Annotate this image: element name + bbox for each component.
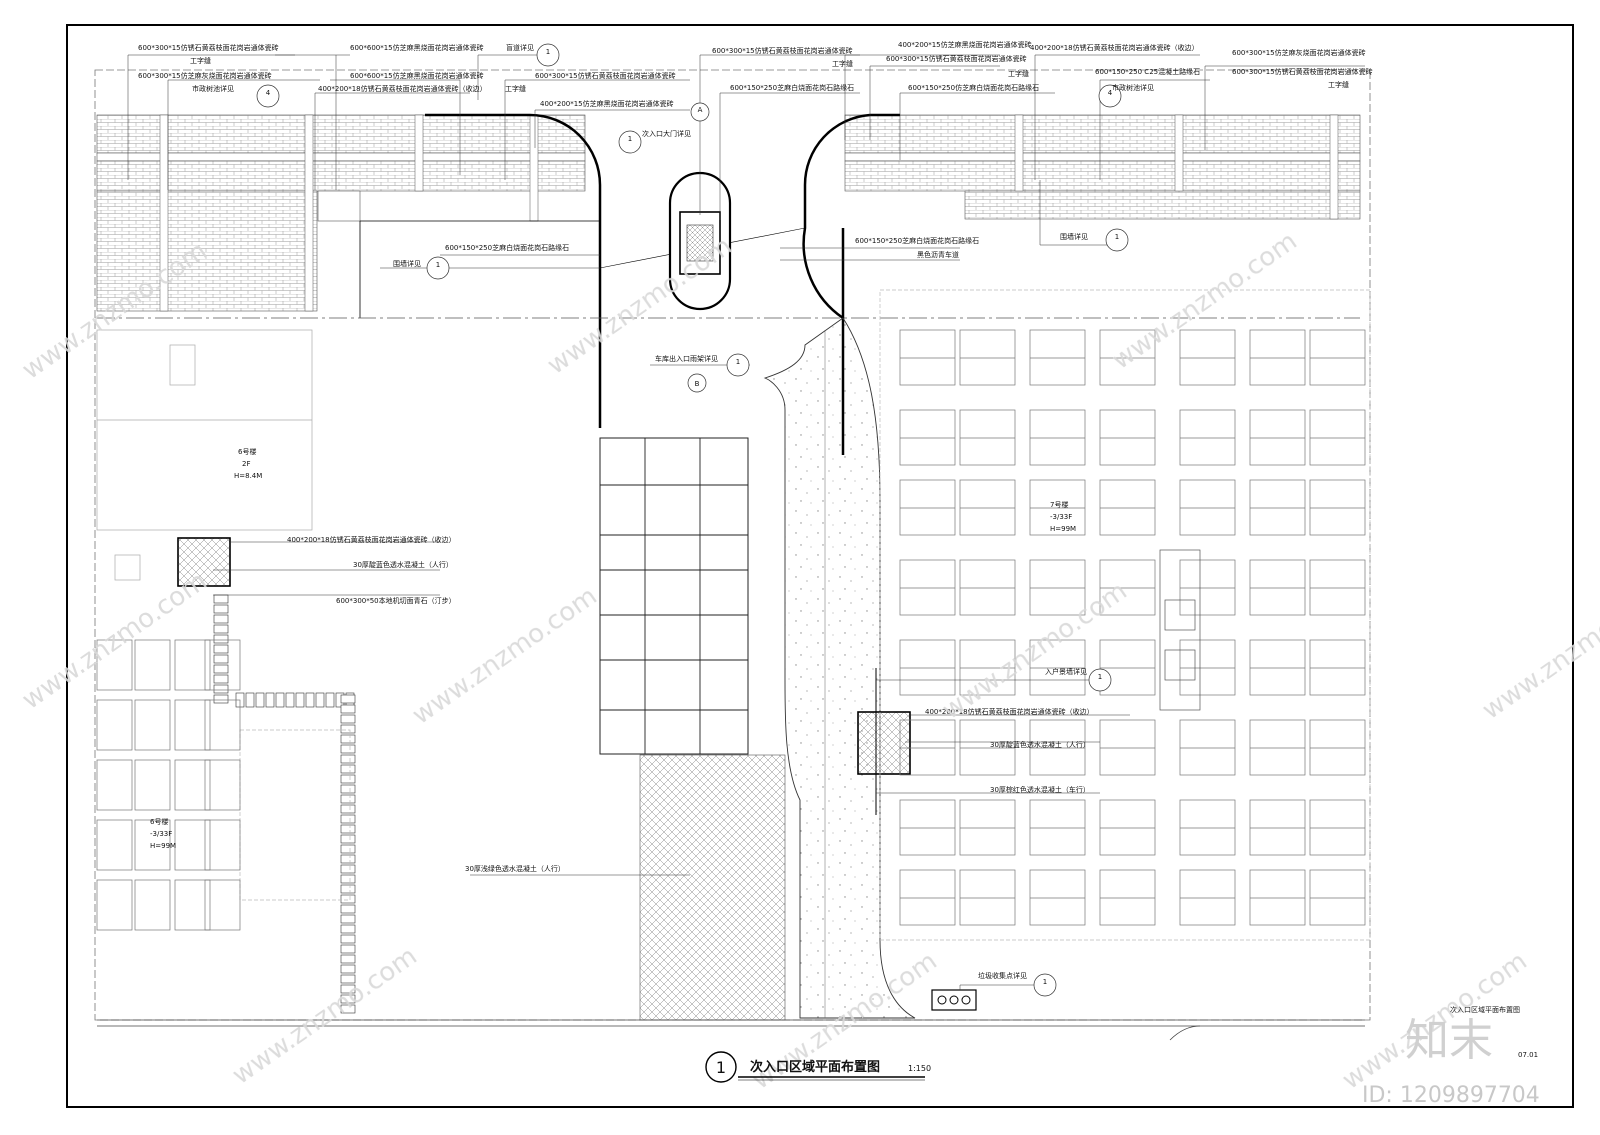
label-39: 30厚浅绿色透水混凝土（人行）	[465, 864, 565, 873]
id-watermark: ID: 1209897704	[1362, 1083, 1540, 1108]
label-31: 车库出入口雨架详见	[655, 354, 718, 363]
sheet-number: 07.01	[1518, 1051, 1538, 1059]
callout-num-5: 1	[1115, 233, 1119, 241]
wm-6: www.znzmo.com	[937, 576, 1133, 726]
drawing-number: 1	[716, 1058, 726, 1077]
label-1: 600*300*15仿锈石黄荔枝面花岗岩通体瓷砖	[138, 43, 279, 52]
bldg-1-height: H=8.4M	[234, 472, 262, 480]
building-6-tower	[96, 639, 351, 931]
stepping-stones	[213, 594, 356, 1014]
label-34: 600*300*50本地机切面青石（汀步）	[336, 596, 456, 605]
entrance-road	[359, 113, 900, 455]
section-mark-b: B	[695, 380, 700, 388]
callout-num-3: 1	[628, 135, 632, 143]
label-38: 30厚棕红色透水混凝土（车行）	[990, 785, 1090, 794]
corner-title: 次入口区域平面布置图	[1450, 1005, 1520, 1014]
callout-num-8: 1	[1098, 673, 1102, 681]
label-20: 600*150*250 C25混凝土路缘石	[1095, 67, 1200, 76]
label-32: 400*200*18仿锈石黄荔枝面花岗岩通体瓷砖（收边）	[287, 535, 456, 544]
callout-num-1: 4	[266, 89, 271, 97]
bldg-2-floors: -3/33F	[1050, 513, 1072, 521]
callout-num-9: 1	[1043, 978, 1047, 986]
building-7-tower	[879, 289, 1371, 941]
drawing-title-block: 1 次入口区域平面布置图 1:150 次入口区域平面布置图 07.01 知末 I…	[705, 1005, 1540, 1108]
label-6: 盲道详见	[506, 43, 534, 52]
label-35: 入户景墙详见	[1045, 667, 1087, 676]
bldg-2-height: H=99M	[1050, 525, 1076, 533]
building-tags: 6号楼 2F H=8.4M 7号楼 -3/33F H=99M 6号楼 -3/33…	[150, 447, 1076, 850]
label-3: 600*300*15仿芝麻灰烧面花岗岩通体瓷砖	[138, 71, 272, 80]
label-21: 600*300*15仿芝麻灰烧面花岗岩通体瓷砖	[1232, 48, 1366, 57]
label-29: 黑色沥青车道	[917, 250, 959, 259]
label-8: 600*300*15仿锈石黄荔枝面花岗岩通体瓷砖	[535, 71, 676, 80]
outer-frame	[66, 24, 1574, 1108]
callout-num-6: 1	[436, 261, 440, 269]
building-6-low	[96, 329, 313, 581]
label-22: 600*300*15仿锈石黄荔枝面花岗岩通体瓷砖	[1232, 67, 1373, 76]
label-12: 次入口大门详见	[642, 129, 691, 138]
wm-8: www.znzmo.com	[227, 941, 423, 1091]
label-26: 600*150*250芝麻白烧面花岗石路缘石	[445, 243, 569, 252]
callout-num-4: 4	[1108, 89, 1113, 97]
callout-num-7: 1	[736, 358, 740, 366]
bldg-1-floors: 2F	[242, 460, 250, 468]
tree-pit-west	[177, 537, 231, 587]
section-mark-a: A	[698, 106, 703, 114]
label-30: 围墙详见	[1060, 232, 1088, 241]
material-labels: 600*300*15仿锈石黄荔枝面花岗岩通体瓷砖 工字缝 600*300*15仿…	[138, 40, 1373, 980]
label-7: 600*600*15仿芝麻黑烧面花岗岩通体瓷砖	[350, 71, 484, 80]
label-16: 400*200*15仿芝麻黑烧面花岗岩通体瓷砖	[898, 40, 1032, 49]
label-9: 400*200*18仿锈石黄荔枝面花岗岩通体瓷砖（收边）	[318, 84, 487, 93]
label-14: 工字缝	[832, 59, 853, 68]
tree-pit-east	[857, 711, 911, 775]
label-40: 垃圾收集点详见	[978, 971, 1027, 980]
drawing-scale: 1:150	[908, 1064, 931, 1073]
garage-ramp	[599, 437, 786, 1021]
label-4: 市政树池详见	[192, 84, 234, 93]
bldg-3-floors: -3/33F	[150, 830, 172, 838]
label-24: 600*150*250仿芝麻白烧面花岗石路缘石	[908, 83, 1039, 92]
label-5: 600*600*15仿芝麻黑烧面花岗岩通体瓷砖	[350, 43, 484, 52]
label-17: 600*300*15仿锈石黄荔枝面花岗岩通体瓷砖	[886, 54, 1027, 63]
garbage-collection-point	[931, 989, 977, 1011]
logo-watermark: 知末	[1405, 1015, 1493, 1066]
wm-3: www.znzmo.com	[1107, 226, 1303, 376]
label-33: 30厚靛蓝色透水混凝土（人行）	[353, 560, 453, 569]
label-27: 围墙详见	[393, 259, 421, 268]
label-18: 400*200*18仿锈石黄荔枝面花岗岩通体瓷砖（收边）	[1030, 43, 1199, 52]
wm-4: www.znzmo.com	[17, 566, 213, 716]
label-28: 600*150*250芝麻白烧面花岗石路缘石	[855, 236, 979, 245]
bldg-1-name: 6号楼	[238, 447, 256, 456]
callout-num-2: 1	[546, 48, 550, 56]
north-paving	[96, 114, 1361, 312]
label-13: 600*300*15仿锈石黄荔枝面花岗岩通体瓷砖	[712, 46, 853, 55]
driveway	[763, 317, 916, 1019]
bldg-3-name: 6号楼	[150, 817, 168, 826]
label-37: 30厚靛蓝色透水混凝土（人行）	[990, 740, 1090, 749]
label-15: 600*150*250芝麻白烧面花岗石路缘石	[730, 83, 854, 92]
label-25: 市政树池详见	[1112, 83, 1154, 92]
callouts	[256, 43, 1129, 997]
label-23: 工字缝	[1328, 80, 1349, 89]
drawing-title: 次入口区域平面布置图	[750, 1059, 880, 1075]
wm-7: www.znzmo.com	[1477, 576, 1600, 726]
label-2: 工字缝	[190, 56, 211, 65]
label-11: 400*200*15仿芝麻黑烧面花岗岩通体瓷砖	[540, 99, 674, 108]
bldg-2-name: 7号楼	[1050, 500, 1068, 509]
label-10: 工字缝	[505, 84, 526, 93]
label-36: 400*200*18仿锈石黄荔枝面花岗岩通体瓷砖（收边）	[925, 707, 1094, 716]
bldg-3-height: H=99M	[150, 842, 176, 850]
south-road	[97, 1019, 1365, 1041]
label-19: 工字缝	[1008, 69, 1029, 78]
